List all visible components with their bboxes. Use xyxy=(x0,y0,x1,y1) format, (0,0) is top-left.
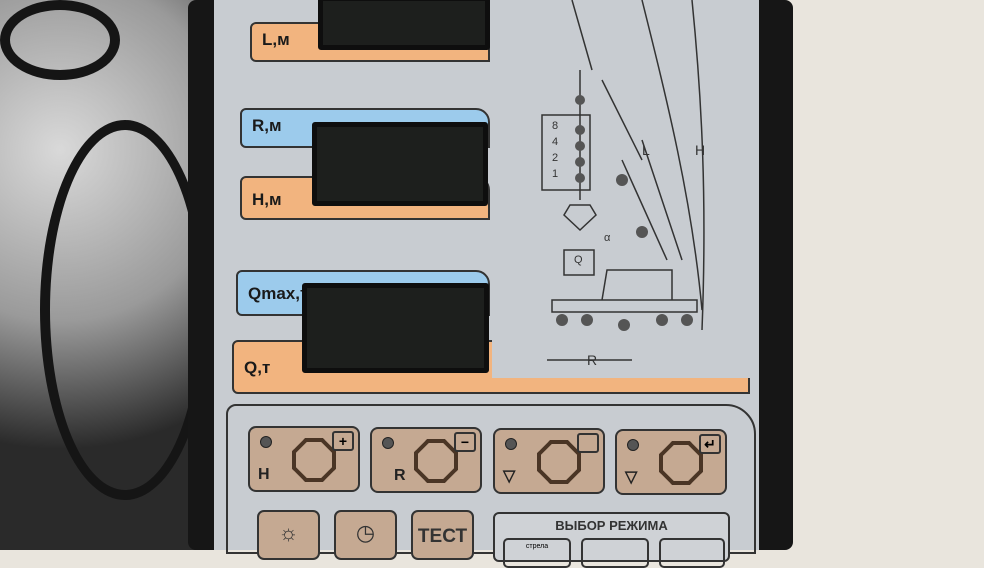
radius-symbol: R xyxy=(394,467,406,484)
led-indicator xyxy=(260,436,272,448)
multiplicity-8: 8 xyxy=(552,120,559,132)
test-button[interactable]: ТЕСТ xyxy=(411,510,474,560)
height-symbol: H xyxy=(258,466,270,483)
mode-option-boom[interactable]: стрела xyxy=(503,538,571,568)
multiplicity-1: 1 xyxy=(552,168,559,180)
diagram-label-radius: R xyxy=(587,352,598,368)
clock-button[interactable]: ◷ xyxy=(334,510,397,560)
mode-select-title: ВЫБОР РЕЖИМА xyxy=(555,518,668,533)
height-plus-button[interactable]: +H xyxy=(248,426,360,492)
multiplicity-2: 2 xyxy=(552,152,559,164)
wall-limit-left-button[interactable]: ▽ xyxy=(493,428,605,494)
mode-select-group: ВЫБОР РЕЖИМА стрела xyxy=(493,512,730,568)
plus-icon: + xyxy=(332,431,354,451)
wall-triangle-icon: ▽ xyxy=(503,468,516,485)
display-qmax-load xyxy=(302,283,489,373)
blank-corner-icon xyxy=(577,433,599,453)
mode-option-2[interactable] xyxy=(581,538,649,568)
diagram-label-height: H xyxy=(695,142,706,158)
led-indicator xyxy=(382,437,394,449)
diagram-label-angle: α xyxy=(604,232,611,244)
crane-diagram: L H R Q α 8 4 2 1 xyxy=(492,0,750,378)
diagram-label-length: L xyxy=(642,142,650,158)
crane-icon xyxy=(541,0,705,361)
octagon-icon xyxy=(292,438,336,482)
multiplicity-4: 4 xyxy=(552,136,559,148)
cable-coil xyxy=(40,120,210,500)
mode-option-3[interactable] xyxy=(659,538,725,568)
octagon-icon xyxy=(414,439,458,483)
cable-coil xyxy=(0,0,120,80)
wall-limit-right-button[interactable]: ↵▽ xyxy=(615,429,727,495)
octagon-icon xyxy=(537,440,581,484)
diagram-label-load: Q xyxy=(574,254,583,266)
enter-icon: ↵ xyxy=(699,434,721,454)
display-radius-height xyxy=(312,122,488,206)
display-length xyxy=(318,0,490,50)
led-indicator xyxy=(505,438,517,450)
wall-triangle-icon: ▽ xyxy=(625,469,638,486)
led-indicator xyxy=(627,439,639,451)
octagon-icon xyxy=(659,441,703,485)
radius-minus-button[interactable]: −R xyxy=(370,427,482,493)
minus-icon: − xyxy=(454,432,476,452)
brightness-button[interactable]: ☼ xyxy=(257,510,320,560)
